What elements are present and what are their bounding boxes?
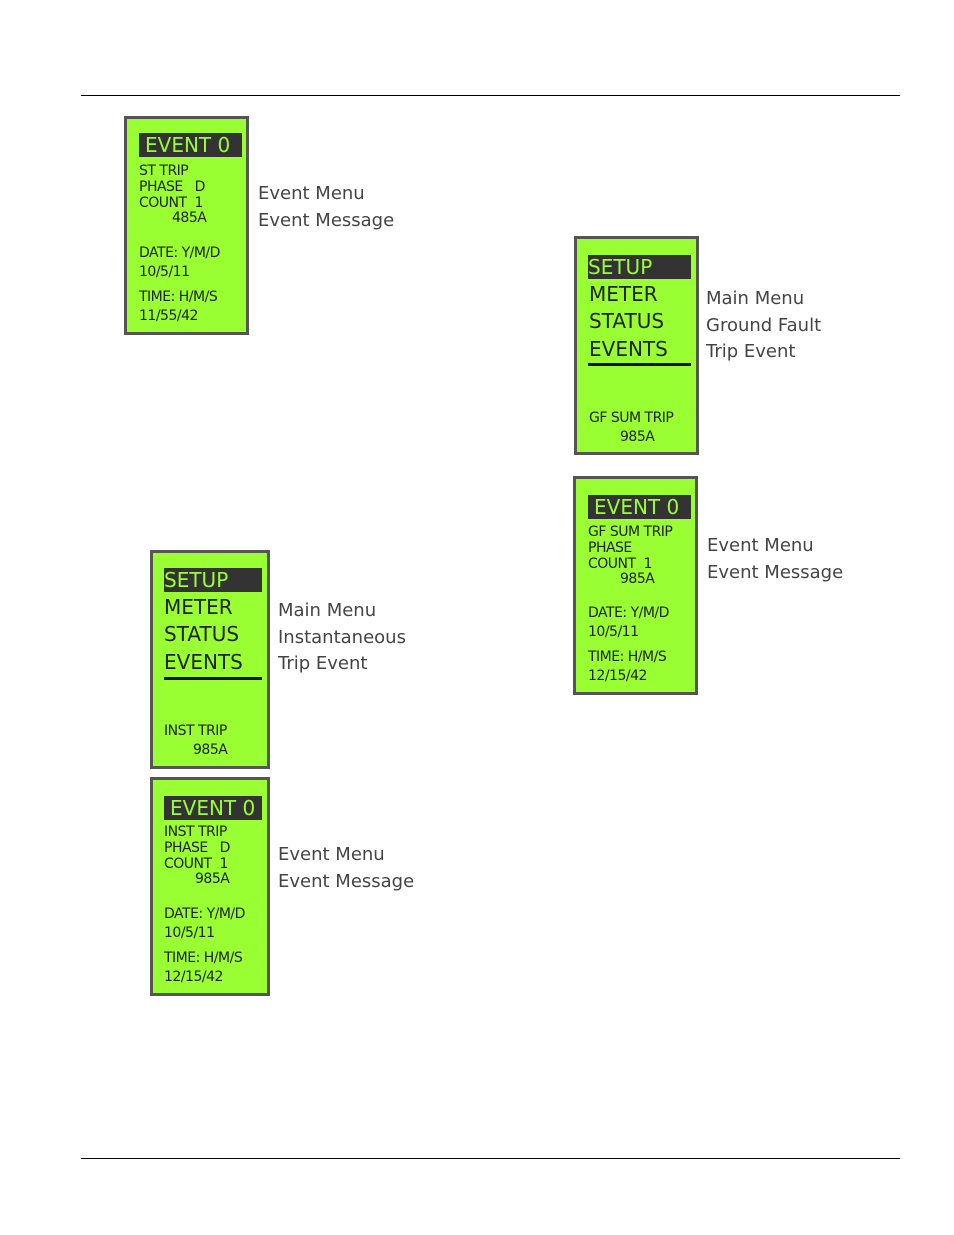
amps: 985A: [620, 429, 655, 445]
time-value: 12/15/42: [588, 668, 647, 684]
caption-st-event: Event Menu Event Message: [258, 181, 394, 234]
caption-line: Trip Event: [706, 341, 796, 362]
caption-line: Event Message: [707, 561, 844, 583]
count: COUNT 1: [164, 856, 228, 872]
date-label: DATE: Y/M/D: [588, 605, 669, 621]
phase: PHASE D: [164, 840, 230, 856]
time-label: TIME: H/M/S: [139, 289, 218, 305]
phase: PHASE D: [139, 179, 205, 195]
events-underline: [588, 363, 691, 366]
trip-type: GF SUM TRIP: [588, 524, 673, 540]
menu-item-setup[interactable]: SETUP: [588, 255, 691, 279]
count: COUNT 1: [588, 556, 652, 572]
time-label: TIME: H/M/S: [164, 950, 243, 966]
menu-item-events[interactable]: EVENTS: [164, 650, 243, 674]
amps: 485A: [172, 210, 207, 226]
caption-line: Trip Event: [278, 653, 368, 674]
lcd-inst-menu: SETUP METER STATUS EVENTS INST TRIP 985A: [150, 550, 270, 769]
lcd-gf-event: EVENT 0 GF SUM TRIP PHASE COUNT 1 985A D…: [573, 476, 698, 695]
amps: 985A: [620, 571, 655, 587]
count: COUNT 1: [139, 195, 203, 211]
caption-inst-menu: Main Menu Instantaneous Trip Event: [278, 598, 406, 678]
caption-line: Ground Fault: [706, 314, 822, 336]
date-label: DATE: Y/M/D: [139, 245, 220, 261]
lcd-st-event: EVENT 0 ST TRIP PHASE D COUNT 1 485A DAT…: [124, 116, 249, 335]
lcd-inst-event: EVENT 0 INST TRIP PHASE D COUNT 1 985A D…: [150, 777, 270, 996]
date-label: DATE: Y/M/D: [164, 906, 245, 922]
caption-line: Event Menu: [278, 844, 385, 865]
menu-item-meter[interactable]: METER: [589, 282, 658, 306]
caption-gf-menu: Main Menu Ground Fault Trip Event: [706, 286, 821, 366]
event-header: EVENT 0: [164, 796, 262, 820]
date-value: 10/5/11: [164, 925, 215, 941]
phase: PHASE: [588, 540, 632, 556]
menu-item-status[interactable]: STATUS: [589, 309, 665, 333]
date-value: 10/5/11: [139, 264, 190, 280]
date-value: 10/5/11: [588, 624, 639, 640]
menu-item-meter[interactable]: METER: [164, 595, 233, 619]
top-rule: [81, 95, 900, 96]
amps: 985A: [193, 742, 228, 758]
caption-line: Event Message: [258, 209, 395, 231]
time-label: TIME: H/M/S: [588, 649, 667, 665]
caption-line: Main Menu: [278, 600, 377, 621]
trip-type: INST TRIP: [164, 723, 227, 739]
trip-type: GF SUM TRIP: [589, 410, 674, 426]
bottom-rule: [81, 1158, 900, 1159]
menu-item-events[interactable]: EVENTS: [589, 337, 668, 361]
lcd-gf-menu: SETUP METER STATUS EVENTS GF SUM TRIP 98…: [574, 236, 699, 455]
caption-inst-event: Event Menu Event Message: [278, 842, 414, 895]
trip-type: ST TRIP: [139, 163, 189, 179]
caption-line: Event Message: [278, 870, 415, 892]
caption-gf-event: Event Menu Event Message: [707, 533, 843, 586]
trip-type: INST TRIP: [164, 824, 227, 840]
time-value: 11/55/42: [139, 308, 198, 324]
time-value: 12/15/42: [164, 969, 223, 985]
event-header: EVENT 0: [588, 495, 691, 519]
amps: 985A: [195, 871, 230, 887]
caption-line: Event Menu: [707, 535, 814, 556]
menu-item-status[interactable]: STATUS: [164, 622, 240, 646]
menu-item-setup[interactable]: SETUP: [164, 568, 262, 592]
event-header: EVENT 0: [139, 133, 242, 157]
caption-line: Event Menu: [258, 183, 365, 204]
events-underline: [164, 677, 262, 680]
caption-line: Instantaneous: [278, 626, 406, 648]
caption-line: Main Menu: [706, 288, 805, 309]
